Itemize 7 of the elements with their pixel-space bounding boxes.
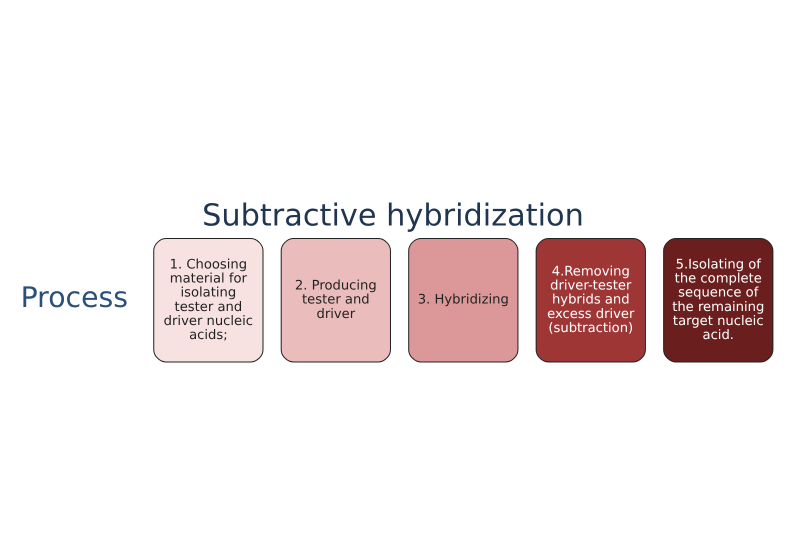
- label: Process: [20, 280, 128, 314]
- node-box: 5.Isolating of the complete sequence of the remaining target nucleic acid.: [663, 238, 774, 362]
- node-box: 4.Removing driver-tester hybrids and excess driver (subtraction): [536, 238, 646, 362]
- node-box: 2. Producing tester and driver: [280, 238, 391, 362]
- node-box: 1. Choosing material for isolating tester and driver nucleic acids;: [153, 238, 264, 362]
- node-box: 3. Hybridizing: [408, 238, 518, 362]
- diagram-title: Subtractive hybridization: [202, 198, 584, 233]
